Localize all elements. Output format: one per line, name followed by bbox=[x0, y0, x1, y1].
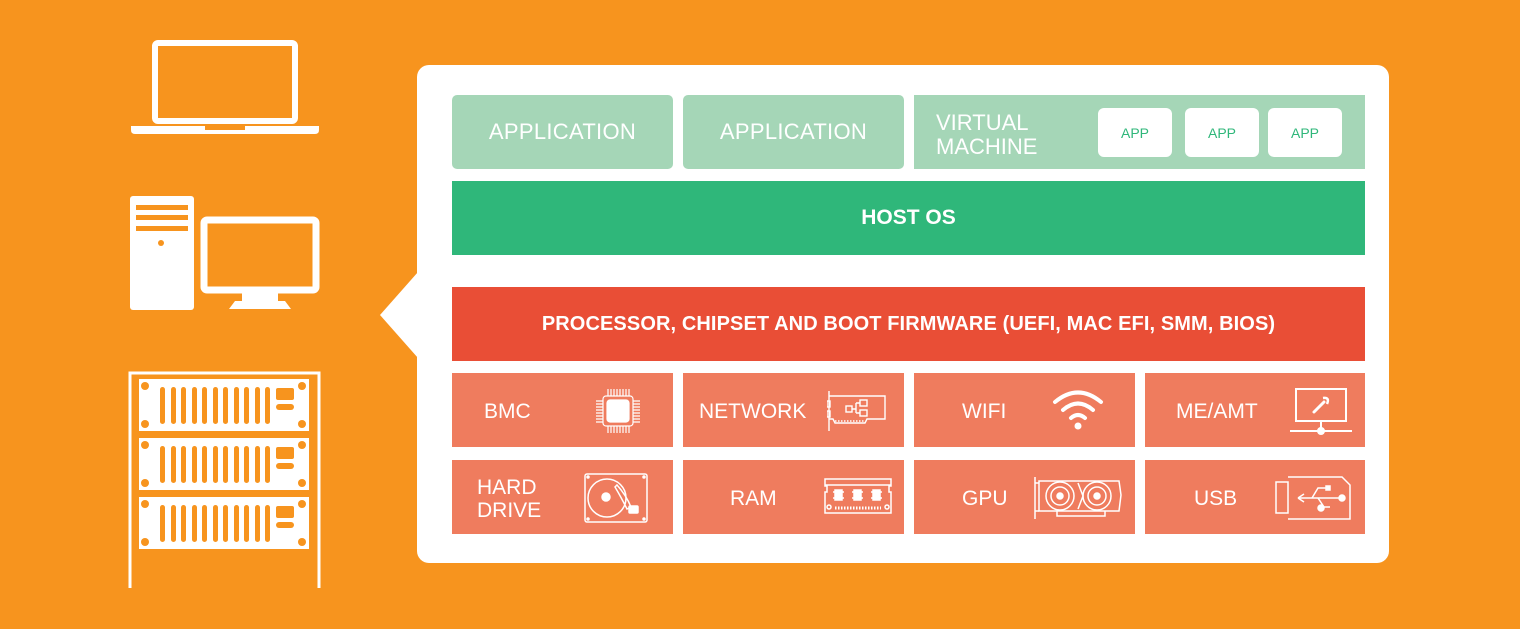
chip-icon bbox=[594, 387, 642, 435]
gpu-icon bbox=[1033, 475, 1123, 521]
host-os-label: HOST OS bbox=[861, 206, 956, 229]
application-label: APPLICATION bbox=[488, 119, 637, 144]
wifi-icon bbox=[1052, 389, 1104, 431]
hardware-label: ME/AMT bbox=[1176, 400, 1258, 423]
vm-app-pill-1: APP bbox=[1098, 108, 1172, 157]
hardware-label: WIFI bbox=[962, 400, 1007, 423]
hardware-label: RAM bbox=[730, 487, 777, 510]
application-layer-2: APPLICATION bbox=[683, 95, 904, 169]
hard-drive-icon bbox=[584, 473, 648, 523]
hardware-label: USB bbox=[1194, 487, 1238, 510]
ram-icon bbox=[823, 477, 893, 517]
hardware-me-amt: ME/AMT bbox=[1145, 373, 1365, 447]
hardware-ram: RAM bbox=[683, 460, 904, 534]
hardware-hard-drive: HARD DRIVE bbox=[452, 460, 673, 534]
usb-icon bbox=[1274, 475, 1354, 521]
server-rack-icon bbox=[128, 370, 322, 590]
laptop-icon bbox=[129, 40, 321, 136]
callout-pointer bbox=[380, 272, 418, 358]
hardware-wifi: WIFI bbox=[914, 373, 1135, 447]
remote-management-icon bbox=[1290, 387, 1352, 439]
hardware-label: NETWORK bbox=[699, 400, 807, 423]
host-os-layer: HOST OS bbox=[452, 181, 1365, 255]
firmware-layer: PROCESSOR, CHIPSET AND BOOT FIRMWARE (UE… bbox=[452, 287, 1365, 361]
virtual-machine-label: VIRTUAL MACHINE bbox=[936, 110, 1038, 159]
hardware-gpu: GPU bbox=[914, 460, 1135, 534]
hardware-bmc: BMC bbox=[452, 373, 673, 447]
hardware-label: BMC bbox=[484, 400, 531, 423]
network-card-icon bbox=[827, 389, 889, 433]
application-layer-1: APPLICATION bbox=[452, 95, 673, 169]
virtual-machine-layer: VIRTUAL MACHINE APP APP APP bbox=[914, 95, 1365, 169]
application-label: APPLICATION bbox=[719, 119, 868, 144]
hardware-label: HARD DRIVE bbox=[477, 476, 542, 522]
hardware-usb: USB bbox=[1145, 460, 1365, 534]
firmware-label: PROCESSOR, CHIPSET AND BOOT FIRMWARE (UE… bbox=[541, 312, 1276, 335]
desktop-computer-icon bbox=[129, 195, 321, 313]
hardware-network: NETWORK bbox=[683, 373, 904, 447]
vm-app-pill-3: APP bbox=[1268, 108, 1342, 157]
hardware-label: GPU bbox=[962, 487, 1008, 510]
vm-app-pill-2: APP bbox=[1185, 108, 1259, 157]
